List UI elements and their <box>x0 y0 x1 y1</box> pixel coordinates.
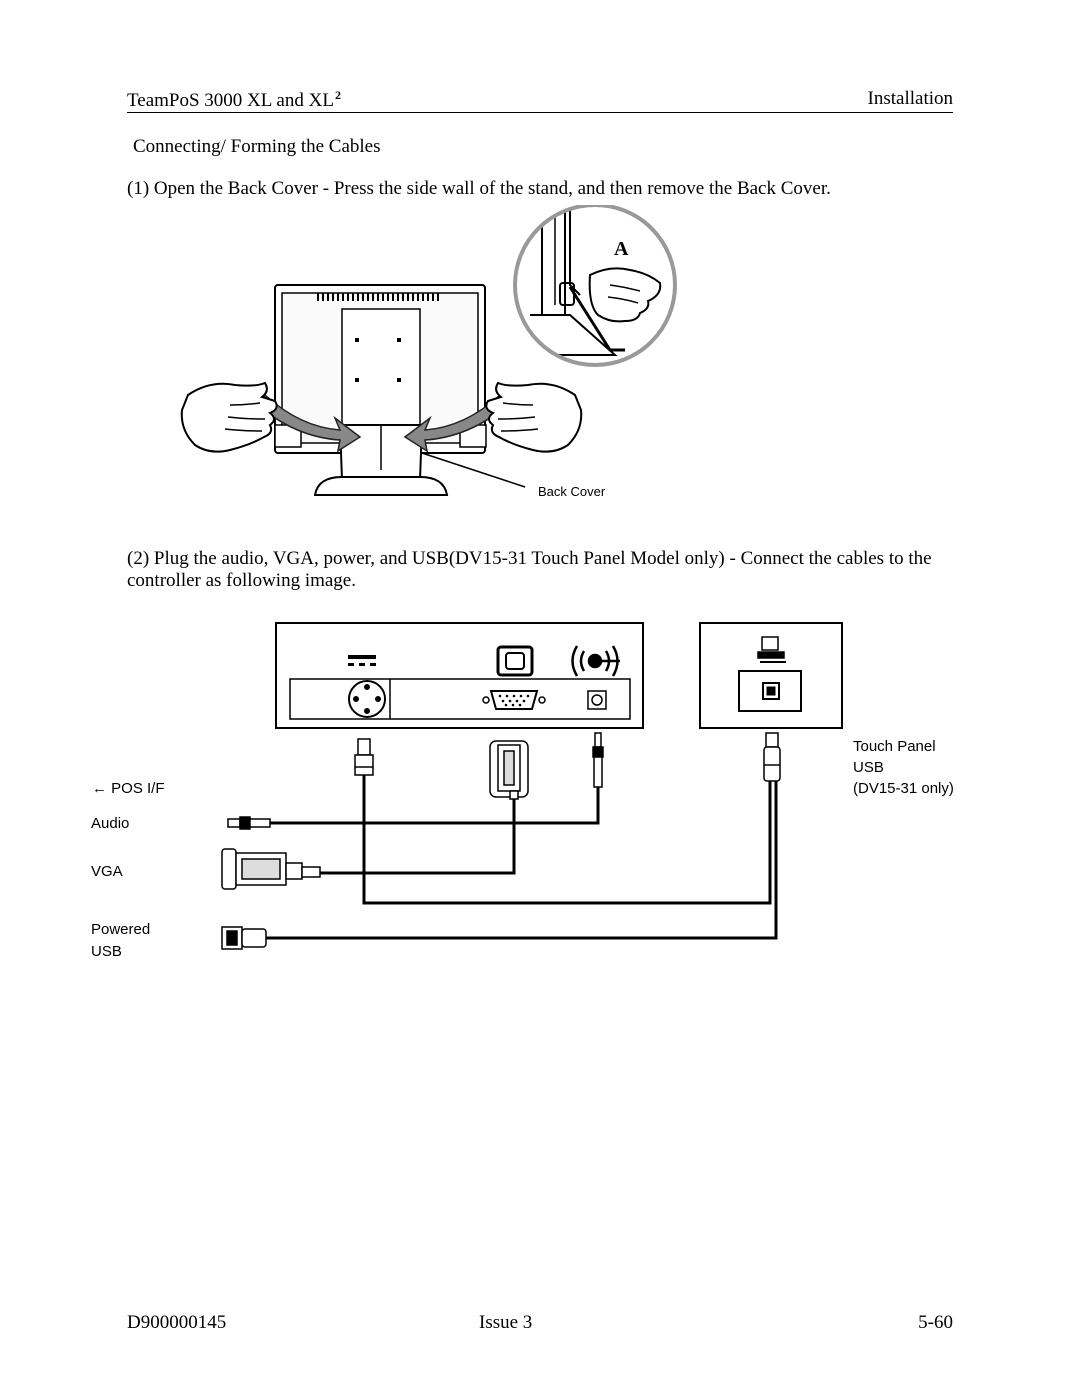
page-header: TeamPoS 3000 XL and XL2 Installation <box>127 88 953 113</box>
audio-jack-plug-icon <box>227 816 271 830</box>
right-arrow-icon <box>403 393 509 453</box>
vent-grille <box>317 293 439 301</box>
usb-a-plug-icon <box>221 926 267 950</box>
vga-plug-icon <box>489 740 529 800</box>
back-cover-label: Back Cover <box>538 484 606 499</box>
footer-page-number: 5-60 <box>918 1312 953 1333</box>
powered-usb-label-line-2: USB <box>91 943 122 960</box>
audio-jack-port-icon <box>587 690 607 710</box>
monitor-rear-view <box>274 284 487 496</box>
header-title-superscript: 2 <box>334 88 341 102</box>
header-title: TeamPoS 3000 XL and XL2 <box>127 88 341 111</box>
usb-port-icon <box>762 682 780 700</box>
touch-panel-label-line-3: (DV15-31 only) <box>853 780 954 797</box>
monitor-icon <box>496 645 534 677</box>
section-title: Connecting/ Forming the Cables <box>133 136 381 157</box>
cables <box>265 775 778 940</box>
power-port-icon <box>348 680 386 718</box>
touch-panel-usb-panel <box>699 622 843 729</box>
audio-plug-icon <box>592 732 604 788</box>
step-2-text: (2) Plug the audio, VGA, power, and USB(… <box>127 548 932 591</box>
touch-panel-label-line-2: USB <box>853 759 884 776</box>
dc-power-icon <box>348 655 376 666</box>
header-section: Installation <box>867 88 953 109</box>
callout-letter: A <box>614 238 629 260</box>
controller-panel <box>275 622 644 729</box>
powered-usb-label-line-1: Powered <box>91 921 151 938</box>
pos-if-label: ← POS I/F <box>92 780 165 797</box>
computer-icon <box>757 636 786 663</box>
audio-label: Audio <box>91 815 130 832</box>
cable-connection-diagram <box>221 622 843 950</box>
footer-issue: Issue 3 <box>479 1312 533 1333</box>
zoom-detail-circle: A <box>513 205 677 367</box>
power-plug-icon <box>354 738 374 776</box>
audio-icon <box>571 645 620 677</box>
left-arrow-icon <box>256 393 362 453</box>
footer-doc-number: D900000145 <box>127 1312 227 1333</box>
vga-label: VGA <box>91 863 123 880</box>
usb-b-plug-icon <box>763 732 781 782</box>
left-hand-icon <box>180 381 278 453</box>
vga-cable-plug-icon <box>221 848 321 890</box>
vga-port-icon <box>482 690 546 710</box>
back-cover-illustration: Back Cover A <box>180 205 677 499</box>
right-hand-icon <box>485 381 583 453</box>
step-1-text: (1) Open the Back Cover - Press the side… <box>127 178 831 199</box>
touch-panel-label-line-1: Touch Panel <box>853 738 936 755</box>
